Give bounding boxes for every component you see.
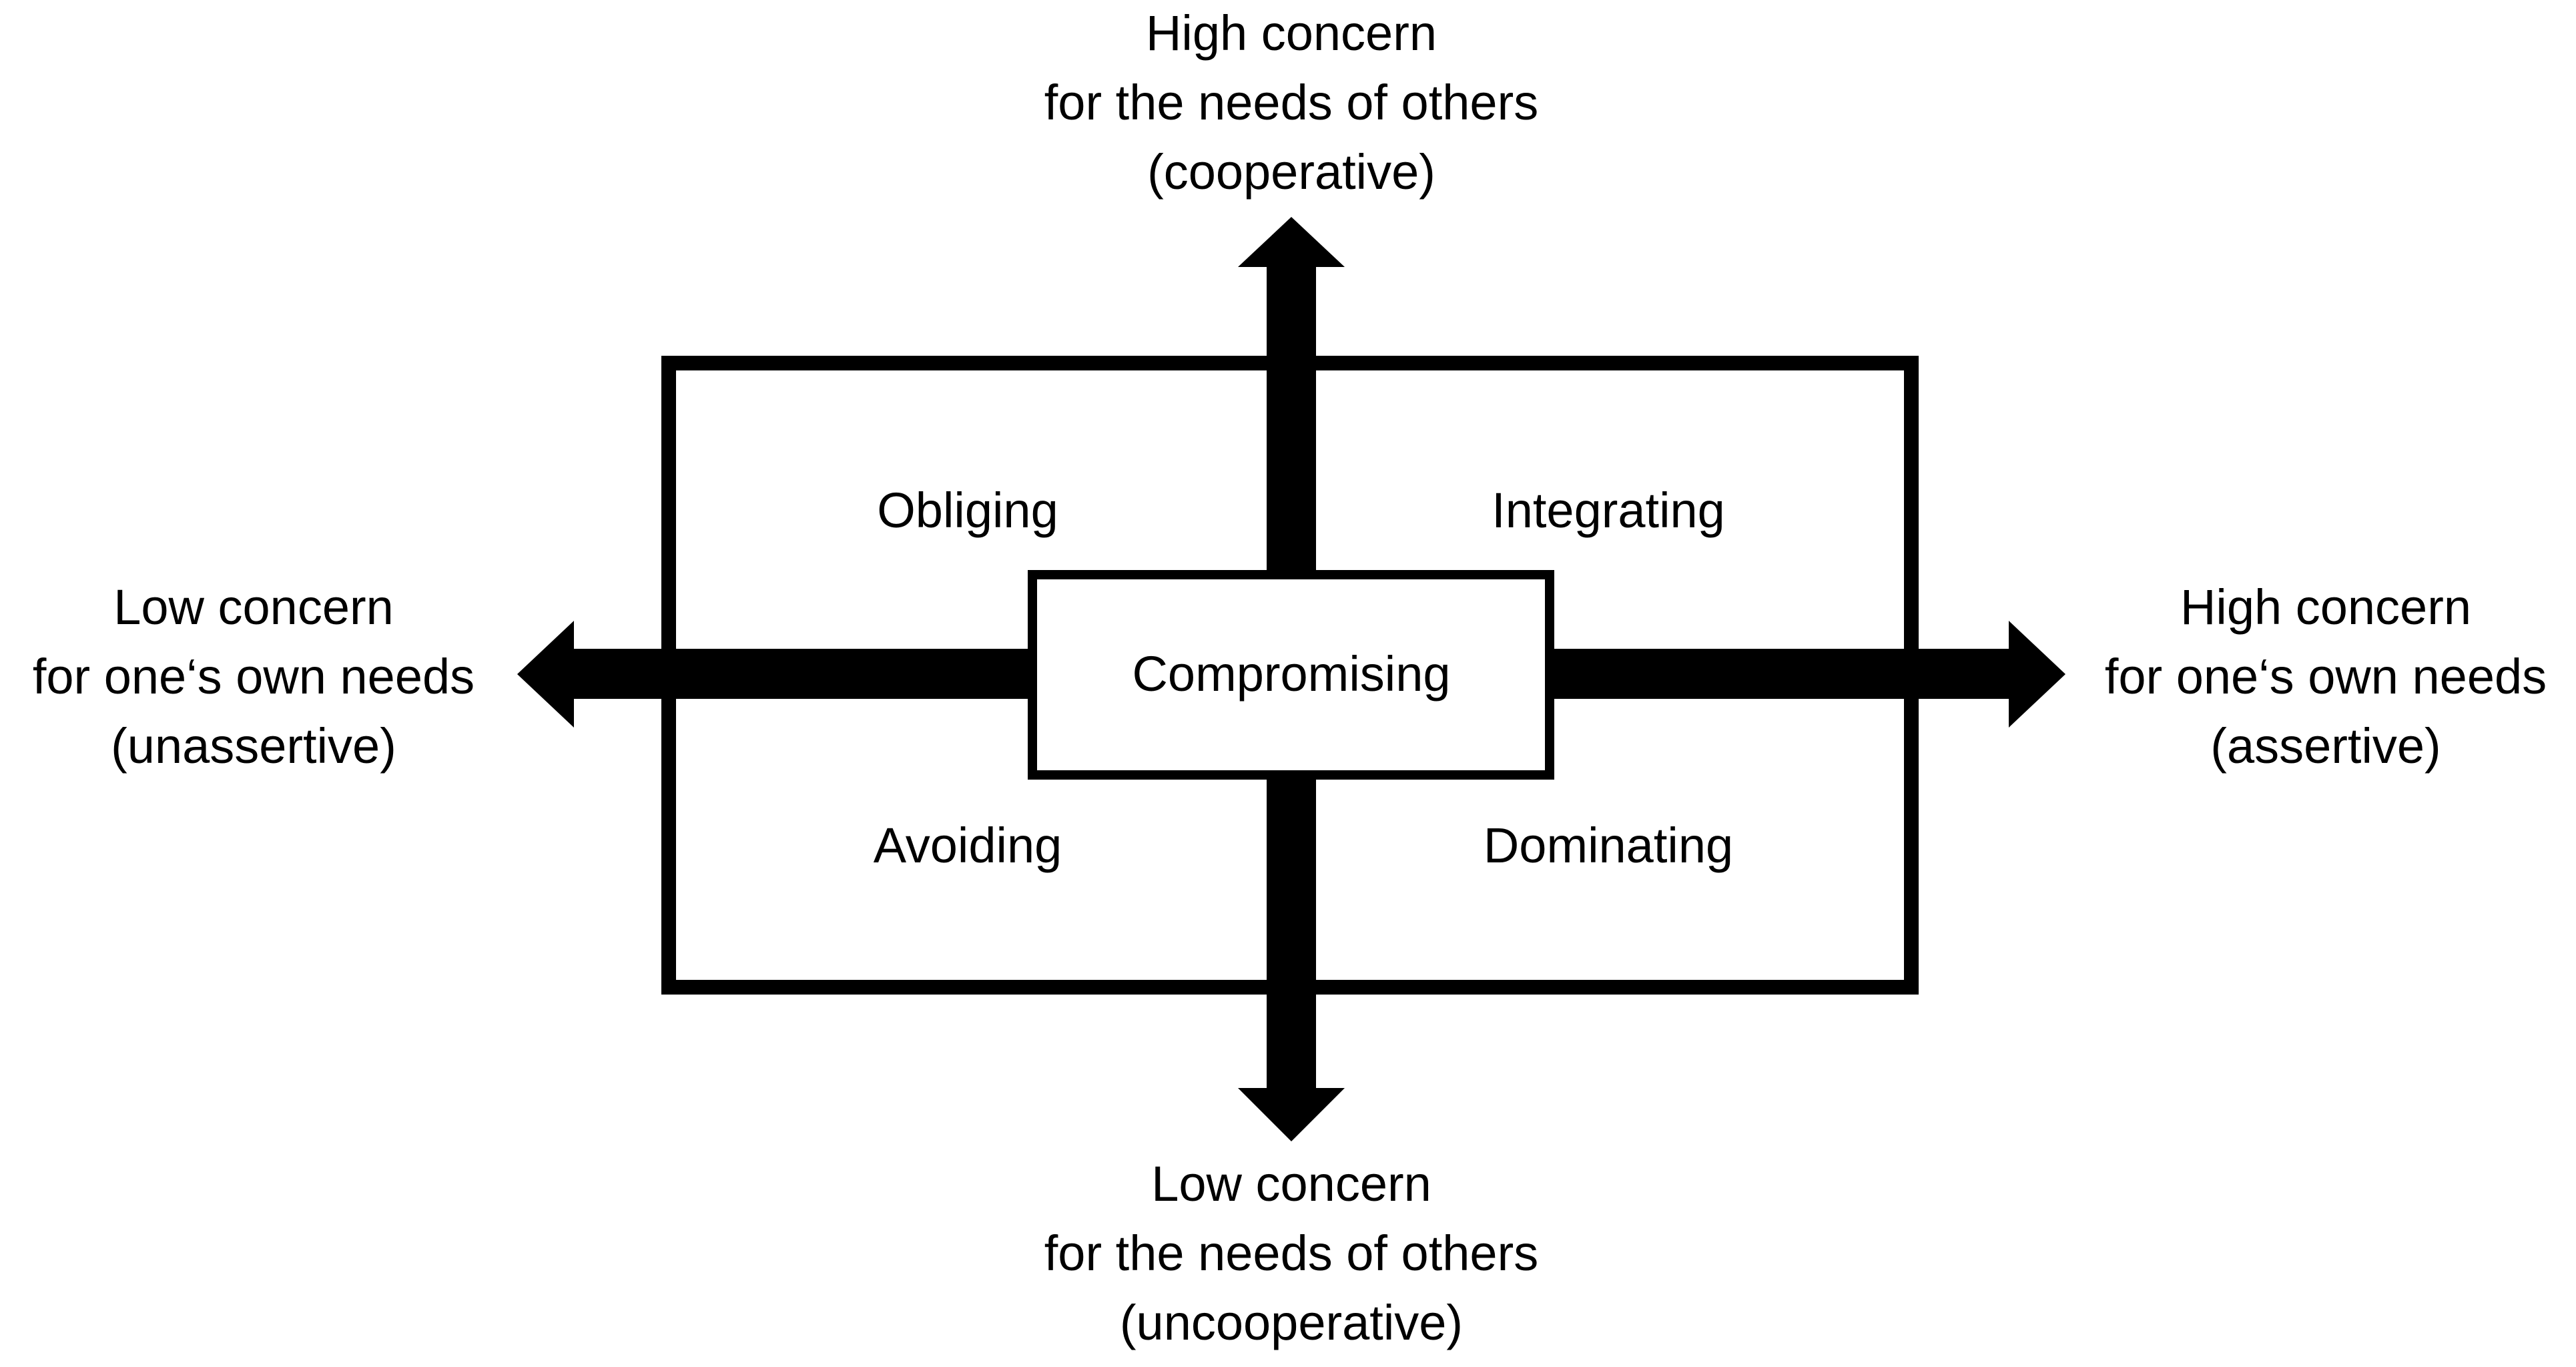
axis-label-right: High concern for one‘s own needs (assert…: [2075, 573, 2576, 781]
axis-label-right-line-3: (assertive): [2210, 718, 2441, 774]
style-label-compromising: Compromising: [1132, 646, 1451, 702]
axis-label-left-line-3: (unassertive): [111, 718, 396, 774]
axis-label-top-line-3: (cooperative): [1147, 144, 1435, 200]
arrow-left-shaft: [561, 649, 1034, 699]
arrow-down-head: [1238, 1088, 1345, 1141]
arrow-up-shaft: [1267, 304, 1316, 577]
arrow-down-shaft: [1267, 774, 1316, 1095]
axis-label-bottom-line-2: for the needs of others: [1044, 1225, 1539, 1281]
axis-label-top: High concern for the needs of others (co…: [958, 0, 1625, 207]
axis-label-right-line-1: High concern: [2180, 579, 2471, 635]
style-label-integrating: Integrating: [1492, 483, 1725, 538]
axis-label-top-line-1: High concern: [1145, 5, 1437, 61]
arrow-right-shaft: [1547, 649, 2022, 699]
axis-label-top-line-2: for the needs of others: [1044, 75, 1539, 130]
style-label-obliging: Obliging: [877, 483, 1058, 538]
arrow-left-head: [517, 621, 574, 728]
axis-label-right-line-2: for one‘s own needs: [2104, 649, 2547, 704]
style-label-dominating: Dominating: [1483, 818, 1734, 873]
axis-label-bottom-line-3: (uncooperative): [1119, 1295, 1464, 1350]
axis-label-left-line-1: Low concern: [113, 579, 394, 635]
arrow-right-head: [2009, 621, 2065, 728]
style-label-avoiding: Avoiding: [873, 818, 1062, 873]
axis-label-left: Low concern for one‘s own needs (unasser…: [0, 573, 507, 781]
axis-label-bottom-line-1: Low concern: [1151, 1156, 1431, 1211]
axis-label-bottom: Low concern for the needs of others (unc…: [958, 1149, 1625, 1358]
axis-label-left-line-2: for one‘s own needs: [32, 649, 475, 704]
arrow-up-head: [1238, 217, 1345, 267]
compromising-box: [1028, 570, 1554, 780]
